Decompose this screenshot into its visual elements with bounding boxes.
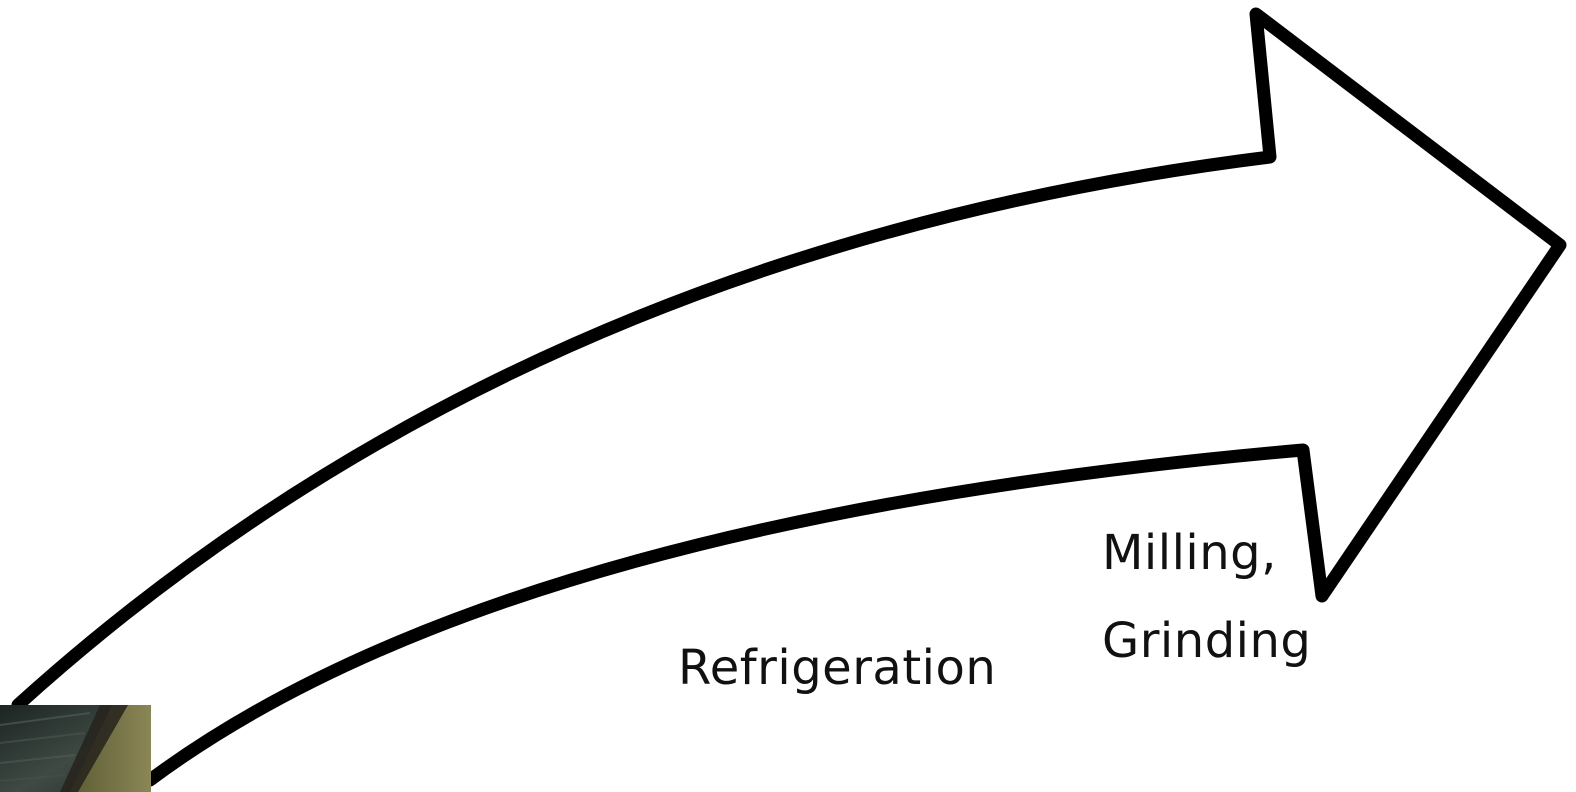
photo-thumbnail-image — [0, 705, 151, 792]
label-milling-line1: Milling, — [1102, 525, 1277, 581]
label-milling-grinding: Milling, Grinding — [1102, 509, 1311, 685]
curved-arrow-shape — [11, 7, 1567, 787]
label-refrigeration: Refrigeration — [678, 640, 997, 696]
label-milling-line2: Grinding — [1102, 613, 1312, 669]
photo-thumbnail — [0, 705, 151, 792]
